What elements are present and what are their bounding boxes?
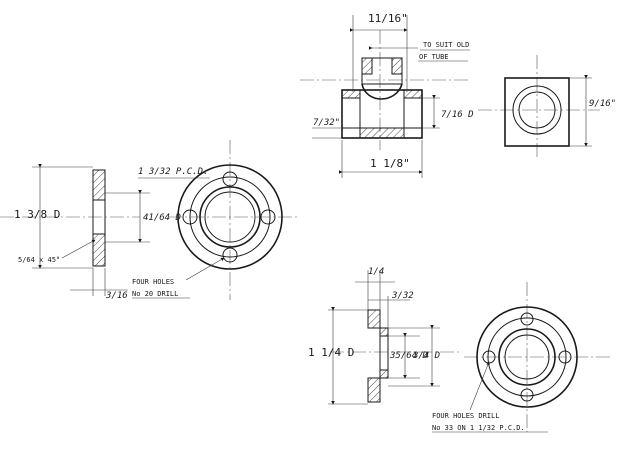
lower-flange-step-label: 3/32 (391, 291, 414, 301)
lower-flange-bore-label: 35/64 D (389, 351, 428, 361)
lower-flange-holes-line2: No 33 ON 1 1/32 P.C.D. (432, 424, 525, 432)
left-flange-section: 1 3/8 D 41/64 D 5/64 x 45° 3/16 (0, 164, 181, 301)
lower-flange-diameter-label: 1 1/4 D (308, 346, 354, 359)
left-flange-pcd-label: 1 3/32 P.C.D. (138, 167, 208, 177)
left-flange-holes-line2: No 20 DRILL (132, 290, 178, 298)
lower-flange-spigot-label: 3/4 D (412, 351, 440, 361)
left-flange-chamfer-label: 5/64 x 45° (18, 256, 60, 264)
tee-note-line2: OF TUBE (419, 53, 449, 61)
left-flange-diameter-label: 1 3/8 D (14, 208, 60, 221)
tee-side-view: 9/16" (478, 55, 616, 160)
tee-side-label: 9/16" (589, 99, 616, 109)
tee-height-label: 7/16 D (441, 110, 474, 120)
lower-flange-face: FOUR HOLES DRILL No 33 ON 1 1/32 P.C.D. (432, 282, 610, 433)
lower-flange-holes-line1: FOUR HOLES DRILL (432, 412, 499, 420)
tee-width-label: 11/16" (368, 12, 408, 25)
lower-flange-section: 1/4 3/32 1 1/4 D 35/64 D 3/4 D (308, 267, 460, 405)
left-flange-thickness-label: 3/16 (105, 291, 128, 301)
tee-wall-label: 7/32" (313, 118, 340, 128)
left-flange-face: 1 3/32 P.C.D. FOUR HOLES No 20 DRILL (132, 140, 300, 300)
left-flange-holes-line1: FOUR HOLES (132, 278, 174, 286)
tee-length-label: 1 1/8" (370, 157, 410, 170)
left-flange-bore-label: 41/64 D (143, 213, 181, 223)
lower-flange-top-label: 1/4 (368, 267, 384, 277)
tee-note-line1: TO SUIT OLD (423, 41, 469, 49)
tee-front-view: 11/16" TO SUIT OLD OF TUBE 7/16 D 7/32" … (300, 12, 474, 178)
